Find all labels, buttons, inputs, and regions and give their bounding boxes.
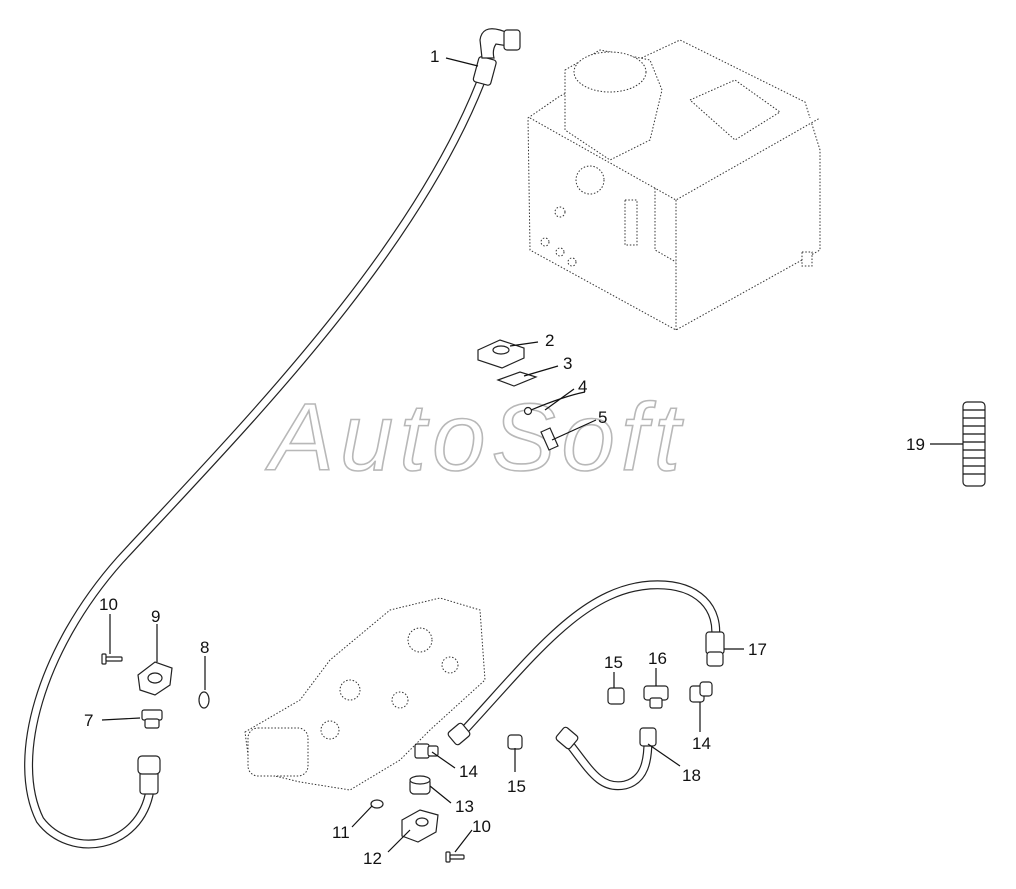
corrugated-sleeve-part-19 xyxy=(962,401,986,487)
callout-14-lower: 14 xyxy=(459,762,478,781)
callout-11: 11 xyxy=(332,823,350,842)
callout-18: 18 xyxy=(682,766,701,785)
o-ring-part-11 xyxy=(370,799,384,809)
union-part-15-upper xyxy=(607,687,625,705)
callout-17: 17 xyxy=(748,640,767,659)
watermark-text: AutoSoft xyxy=(265,384,686,491)
callout-12: 12 xyxy=(363,849,382,868)
union-part-15-lower xyxy=(507,734,523,750)
pin-part-5 xyxy=(540,427,559,451)
callout-15-lower: 15 xyxy=(507,777,526,796)
callout-14-upper: 14 xyxy=(692,734,711,753)
callout-16: 16 xyxy=(648,649,667,668)
o-ring-part-8 xyxy=(198,691,210,709)
leader-lines xyxy=(101,57,963,853)
callout-10-lower: 10 xyxy=(472,817,491,836)
callout-4: 4 xyxy=(578,377,587,396)
tee-part-16 xyxy=(643,685,669,709)
callout-15-upper: 15 xyxy=(604,653,623,672)
clamp-block-part-2 xyxy=(477,339,525,369)
callout-10-upper: 10 xyxy=(99,595,118,614)
split-flange-part-12 xyxy=(401,809,439,843)
callout-labels: 1 2 3 4 5 7 8 9 10 10 11 12 13 14 14 15 … xyxy=(84,47,925,868)
hydraulic-tank xyxy=(527,39,821,331)
bolt-part-10-upper xyxy=(101,653,123,665)
callout-2: 2 xyxy=(545,331,554,350)
pressure-hose-part-17 xyxy=(447,580,725,746)
bolt-part-10-lower xyxy=(445,851,465,863)
callout-5: 5 xyxy=(598,408,607,427)
fitting-part-13 xyxy=(409,775,431,795)
elbow-part-14-lower xyxy=(414,743,439,759)
callout-7: 7 xyxy=(84,711,93,730)
hydraulic-pump-assembly xyxy=(244,597,486,791)
callout-1: 1 xyxy=(430,47,439,66)
short-hose-part-18 xyxy=(555,726,657,791)
callout-13: 13 xyxy=(455,797,474,816)
elbow-part-14-upper xyxy=(689,681,713,703)
callout-9: 9 xyxy=(151,607,160,626)
long-hydraulic-hose xyxy=(24,28,521,849)
callout-8: 8 xyxy=(200,638,209,657)
callout-3: 3 xyxy=(563,354,572,373)
callout-19: 19 xyxy=(906,435,925,454)
flange-part-9 xyxy=(137,661,173,696)
adapter-part-7 xyxy=(141,709,163,729)
